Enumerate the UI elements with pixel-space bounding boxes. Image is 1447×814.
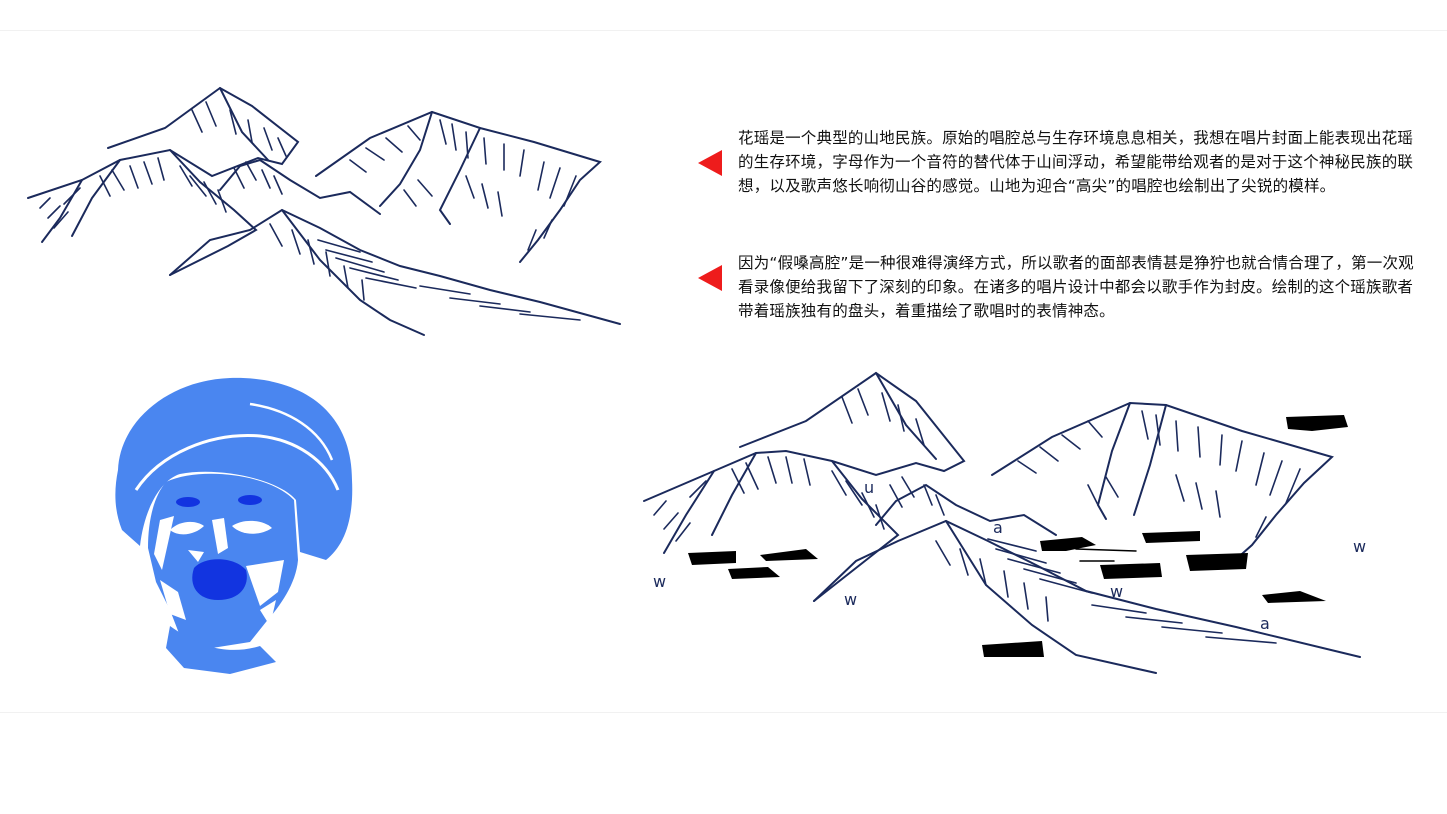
left-eye xyxy=(176,497,200,507)
open-mouth xyxy=(192,559,247,600)
floating-letter: a xyxy=(993,518,1003,537)
singer-portrait xyxy=(115,377,353,674)
top-faint-line xyxy=(0,30,1447,31)
ink-blot xyxy=(1040,537,1096,551)
floating-letter: a xyxy=(1260,614,1270,633)
ink-blot xyxy=(1286,415,1348,431)
ink-blot xyxy=(982,641,1044,657)
floating-letter: w xyxy=(1353,537,1367,556)
ink-blot xyxy=(1100,563,1162,579)
bottom-faint-line xyxy=(0,712,1447,713)
right-eye xyxy=(238,495,262,505)
ink-blot xyxy=(760,549,818,561)
ink-blot xyxy=(1262,591,1326,603)
ink-blot xyxy=(688,551,736,565)
description-paragraph-2: 因为“假嗓高腔”是一种很难得演绎方式，所以歌者的面部表情甚是狰狞也就合情合理了，… xyxy=(738,254,1414,320)
mountain-line-art-top xyxy=(27,86,621,336)
floating-letter: w xyxy=(653,572,667,591)
left-triangle-marker-icon xyxy=(698,265,722,291)
left-triangle-marker-icon xyxy=(698,150,722,176)
ink-blot xyxy=(1186,553,1248,571)
floating-letter: u xyxy=(864,478,875,497)
floating-letter: w xyxy=(1110,582,1124,601)
description-paragraph-1: 花瑶是一个典型的山地民族。原始的唱腔总与生存环境息息相关，我想在唱片封面上能表现… xyxy=(738,129,1414,195)
headwrap-shape xyxy=(115,377,353,560)
ink-blot xyxy=(1142,531,1200,543)
ink-blot xyxy=(728,567,780,579)
floating-letter: w xyxy=(844,590,858,609)
mountain-line-art-bottom xyxy=(643,371,1361,674)
